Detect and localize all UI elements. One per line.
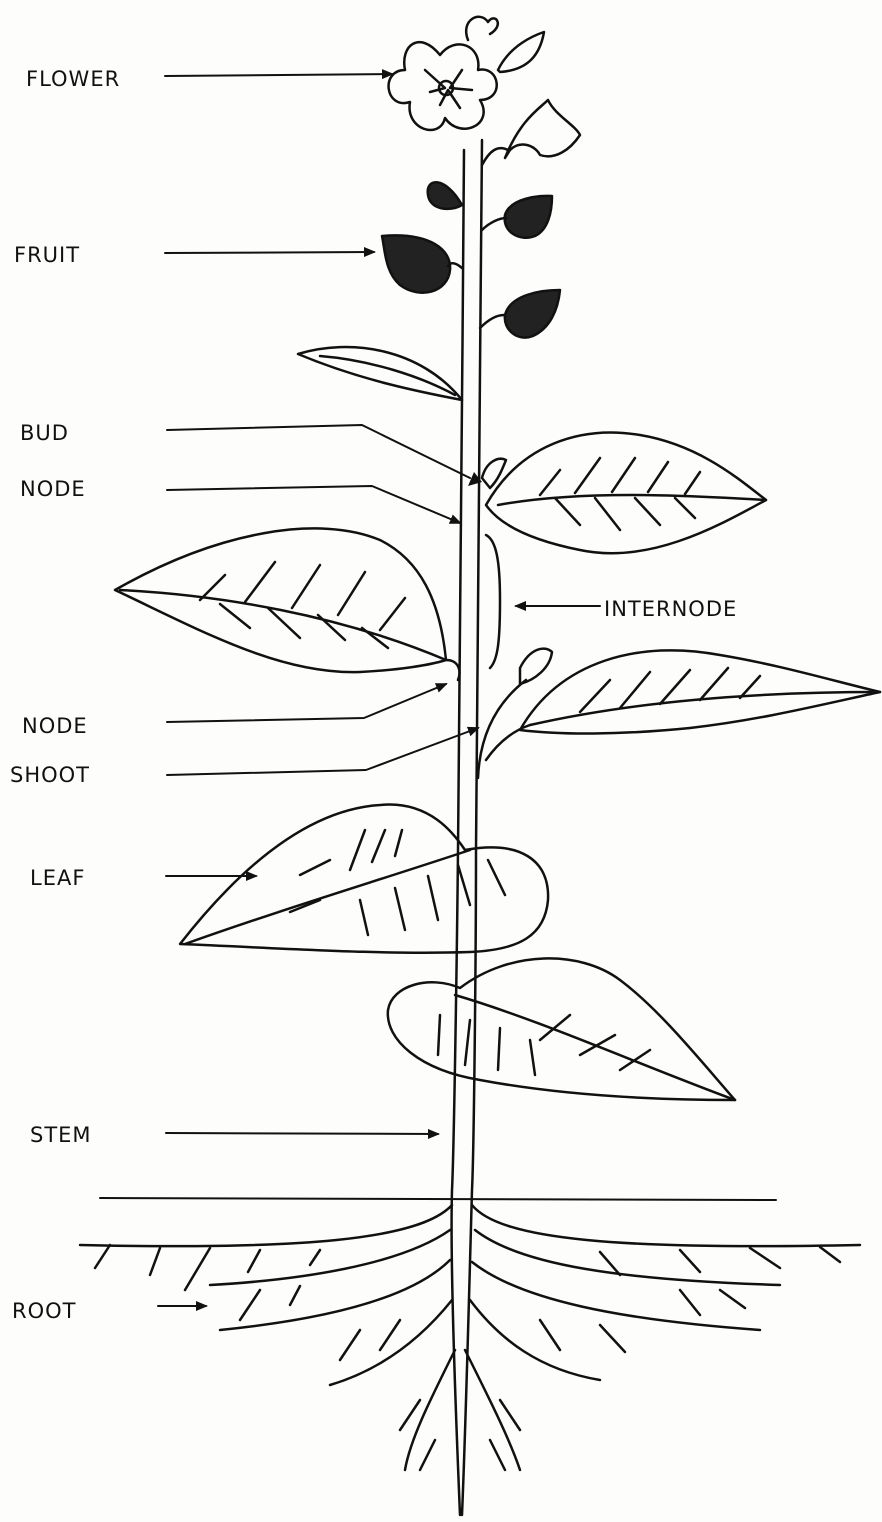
flower-bud-top [498, 32, 544, 72]
leader-bud [167, 425, 470, 478]
leaf-right-long [520, 650, 880, 733]
leaf-right-upper [486, 433, 766, 554]
leaf-upper-small [298, 347, 462, 400]
label-fruit: FRUIT [14, 243, 80, 267]
shoot-bud [520, 649, 552, 684]
side-flower [505, 100, 580, 158]
arrow-fruit [165, 252, 374, 253]
label-stem: STEM [30, 1123, 92, 1147]
leader-shoot [167, 728, 478, 775]
flower [389, 17, 580, 165]
fruit-right-upper [505, 196, 552, 238]
label-node-lower: NODE [22, 714, 88, 738]
label-bud: BUD [20, 421, 69, 445]
fruit-small [428, 182, 462, 209]
label-internode: INTERNODE [604, 597, 737, 621]
fruit-large-left [382, 235, 450, 292]
label-node-upper: NODE [20, 477, 86, 501]
leader-node-upper [167, 486, 460, 523]
arrow-stem [166, 1133, 438, 1134]
leaf-left-big [115, 528, 460, 680]
label-leaf: LEAF [30, 866, 85, 890]
leaf-lower [388, 958, 735, 1100]
fruit-right-lower [505, 290, 560, 338]
label-root: ROOT [12, 1299, 76, 1323]
leader-lines [158, 74, 600, 1306]
internode-segment [486, 535, 500, 668]
leaf-middle [180, 805, 548, 953]
ground-line [100, 1198, 776, 1200]
label-flower: FLOWER [26, 67, 120, 91]
label-shoot: SHOOT [10, 763, 90, 787]
leader-node-lower [167, 684, 446, 722]
axillary-bud [482, 459, 506, 488]
flower-sprout [466, 17, 498, 40]
arrow-flower [165, 74, 392, 76]
fruits [382, 182, 560, 337]
